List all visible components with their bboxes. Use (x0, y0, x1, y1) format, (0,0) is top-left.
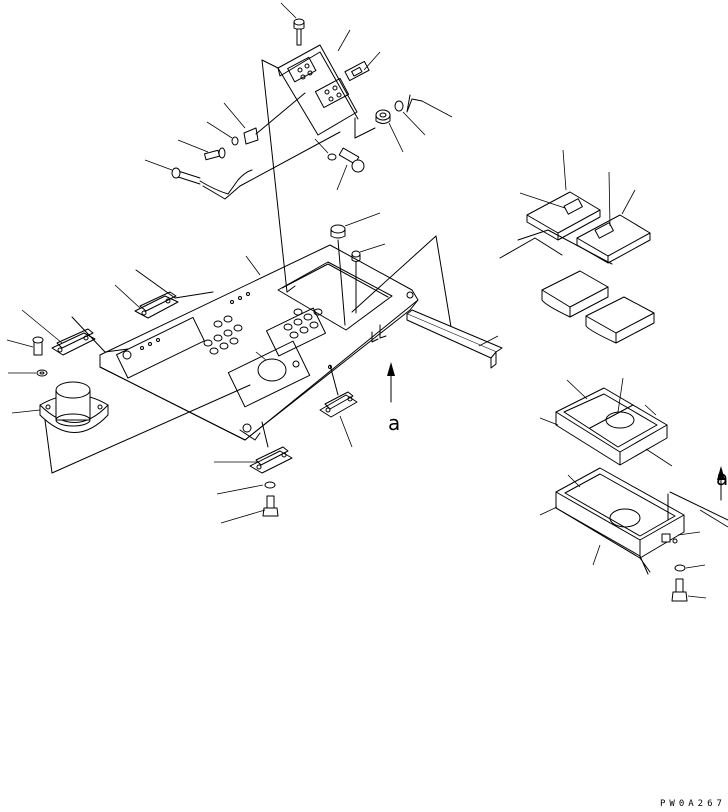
hinge-top-left (114, 269, 214, 319)
rocker-switch (344, 60, 370, 82)
nut-washer-clip (354, 94, 453, 153)
hinge-left (21, 309, 129, 356)
hole-grid-left (203, 315, 243, 355)
view-label-a-right: a (716, 466, 728, 490)
tray-box (539, 377, 673, 467)
view-arrow-a-right: a (716, 466, 728, 501)
grommet-cap (330, 212, 453, 334)
top-panel-assembly (277, 2, 381, 136)
lower-box (539, 467, 728, 602)
hole-grid-right (283, 308, 323, 339)
switch-pads (499, 149, 655, 344)
cable-and-bolts (144, 92, 365, 200)
hinge-center (319, 364, 358, 448)
bolt-top (293, 18, 305, 46)
drawing-code: PW0A267 (660, 799, 726, 809)
trim-strip (406, 309, 503, 369)
switch-holes-top (297, 63, 313, 80)
hinge-bottom (214, 421, 293, 524)
flange-assembly (6, 336, 251, 474)
view-arrow-a: a (387, 362, 400, 435)
main-floor-plate (99, 59, 419, 441)
view-label-a: a (388, 411, 400, 435)
switch-holes-bottom (324, 85, 342, 102)
